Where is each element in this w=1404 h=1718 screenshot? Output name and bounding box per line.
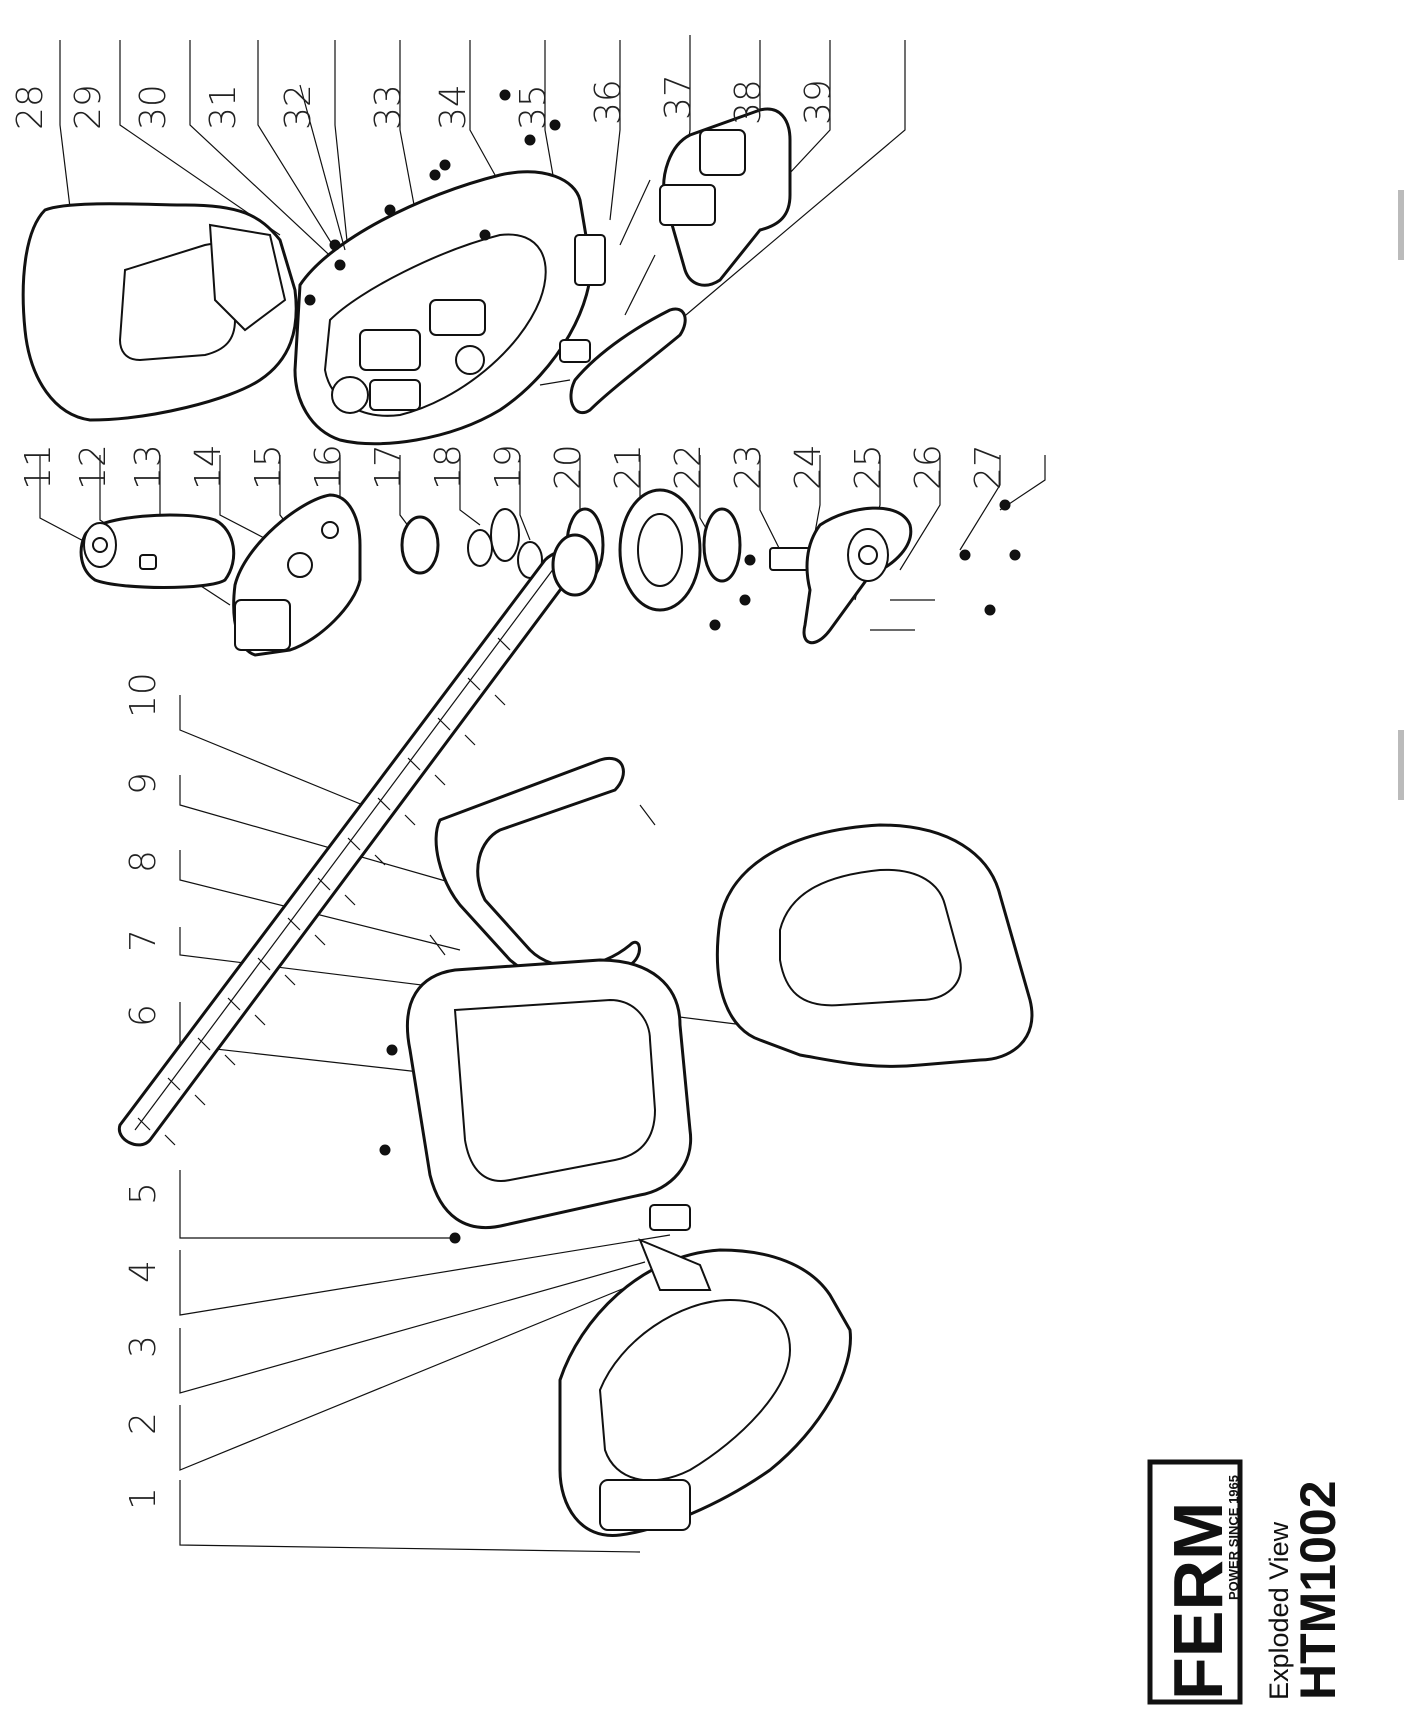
callout-34: 34 (433, 84, 474, 130)
callout-31: 31 (203, 84, 244, 130)
callout-16: 16 (308, 444, 349, 490)
callout-6: 6 (123, 1004, 164, 1027)
callout-5: 5 (123, 1182, 164, 1205)
callout-4: 4 (123, 1260, 164, 1283)
callout-3: 3 (123, 1335, 164, 1358)
callout-9: 9 (123, 772, 164, 795)
callout-8: 8 (123, 850, 164, 873)
exploded-view-subtitle: Exploded View (1264, 1521, 1294, 1700)
callout-38: 38 (728, 79, 769, 125)
callout-28: 28 (10, 84, 51, 130)
model-number: HTM1002 (1290, 1480, 1346, 1700)
title-block: FERM POWER SINCE 1965 Exploded View HTM1… (1147, 1459, 1346, 1705)
callout-29: 29 (68, 84, 109, 130)
edge-mark-top (1398, 190, 1404, 260)
callout-20: 20 (548, 444, 589, 490)
screw-set-top (304, 89, 561, 306)
callout-19: 19 (488, 444, 529, 490)
callout-18: 18 (428, 444, 469, 490)
gear-train (400, 488, 811, 631)
rear-handle (558, 1204, 852, 1537)
ferm-tagline: POWER SINCE 1965 (1226, 1475, 1241, 1600)
callout-7: 7 (123, 929, 164, 952)
motor (79, 513, 236, 589)
callout-27: 27 (968, 444, 1009, 490)
callout-10: 10 (123, 672, 164, 718)
callout-12: 12 (73, 444, 114, 490)
battery-pack (659, 107, 792, 287)
callout-35: 35 (513, 84, 554, 130)
callout-21: 21 (608, 444, 649, 490)
front-guard-upper (21, 202, 298, 422)
callout-39: 39 (798, 79, 839, 125)
callout-33: 33 (368, 84, 409, 130)
gear-cover-plate (802, 499, 1021, 644)
callout-36: 36 (588, 79, 629, 125)
long-screw (299, 84, 346, 251)
front-guard-lower (715, 823, 1034, 1068)
handle-bar (429, 756, 656, 983)
callout-22: 22 (668, 444, 709, 490)
callout-11: 11 (18, 444, 59, 490)
callout-32: 32 (278, 84, 319, 130)
gearbox-housing (232, 493, 362, 657)
callout-30: 30 (133, 84, 174, 130)
callout-26: 26 (908, 444, 949, 490)
edge-mark-middle (1398, 730, 1404, 800)
callout-24: 24 (788, 444, 829, 490)
callout-37: 37 (658, 74, 699, 120)
cutting-blade (117, 533, 599, 1147)
callout-25: 25 (848, 444, 889, 490)
callout-15: 15 (248, 444, 289, 490)
switch-trigger (539, 179, 687, 414)
callout-17: 17 (368, 444, 409, 490)
callout-13: 13 (128, 444, 169, 490)
ferm-logo-frame (1147, 1459, 1243, 1705)
callout-23: 23 (728, 444, 769, 490)
callout-2: 2 (123, 1412, 164, 1435)
motor-housing-half (293, 170, 592, 446)
callout-1: 1 (123, 1487, 164, 1510)
handle-housing-frame (379, 958, 693, 1244)
callout-14: 14 (188, 444, 229, 490)
ferm-logo: FERM (1159, 1502, 1237, 1700)
